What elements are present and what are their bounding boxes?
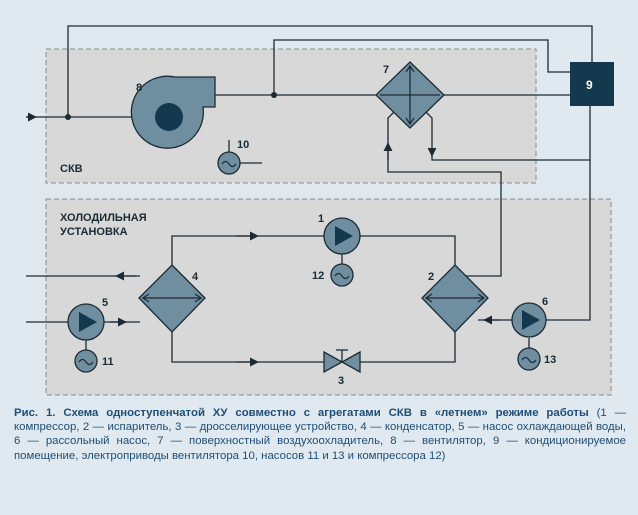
- chiller-zone-label-2: УСТАНОВКА: [60, 226, 128, 238]
- motor11-number: 11: [102, 356, 114, 368]
- fan-number: 8: [136, 82, 142, 94]
- schematic: СКВ ХОЛОДИЛЬНАЯ УСТАНОВКА: [26, 25, 614, 396]
- air-cooler-number: 7: [383, 64, 389, 76]
- compressor-number: 1: [318, 213, 324, 225]
- caption-title: Рис. 1. Схема одноступенчатой ХУ совмест…: [14, 407, 589, 419]
- evaporator-2: [421, 264, 489, 333]
- motor-10: [217, 151, 241, 175]
- brine-supply-line: [387, 150, 502, 277]
- motor12-number: 12: [312, 270, 324, 282]
- skv-zone-label: СКВ: [60, 163, 83, 175]
- throttle-3: [323, 349, 361, 374]
- refrigerant-top-line: [171, 235, 324, 265]
- chiller-zone-label-1: ХОЛОДИЛЬНАЯ: [60, 212, 147, 224]
- junction-dot-2: [271, 92, 277, 98]
- motor-11: [74, 349, 98, 373]
- motor10-number: 10: [237, 139, 249, 151]
- junction-dot-1: [65, 114, 71, 120]
- condenser-number: 4: [192, 271, 199, 283]
- return-air-loop: [67, 25, 593, 117]
- cooler-brine-stubs: [387, 111, 395, 150]
- throttle-number: 3: [338, 375, 344, 387]
- motor13-number: 13: [544, 354, 556, 366]
- compressor-1: [323, 217, 361, 255]
- refrigerant-top-right: [360, 235, 456, 265]
- motor-12: [330, 263, 354, 287]
- condenser-4: [138, 264, 206, 333]
- fan-8: [130, 75, 216, 149]
- skv-zone: [45, 48, 537, 184]
- pump5-number: 5: [102, 297, 108, 309]
- refrigerant-bottom-right: [360, 332, 456, 363]
- caption-text: (1 — компрессор, 2 — испаритель, 3 — дро…: [14, 407, 626, 462]
- figure-caption: Рис. 1. Схема одноступенчатой ХУ совмест…: [14, 406, 626, 463]
- pump6-number: 6: [542, 296, 548, 308]
- refrigerant-bottom-left: [171, 332, 324, 363]
- air-cooler-7: [375, 61, 445, 129]
- pump-6: [511, 302, 547, 338]
- evaporator-number: 2: [428, 271, 434, 283]
- cooler-brine-stubs-2: [425, 111, 433, 140]
- pump-5: [67, 303, 105, 341]
- room-number: 9: [586, 78, 593, 92]
- room-9: [570, 62, 614, 106]
- motor-13: [517, 347, 541, 371]
- bypass-air-line: [273, 39, 570, 95]
- brine-pump-line: [546, 160, 591, 321]
